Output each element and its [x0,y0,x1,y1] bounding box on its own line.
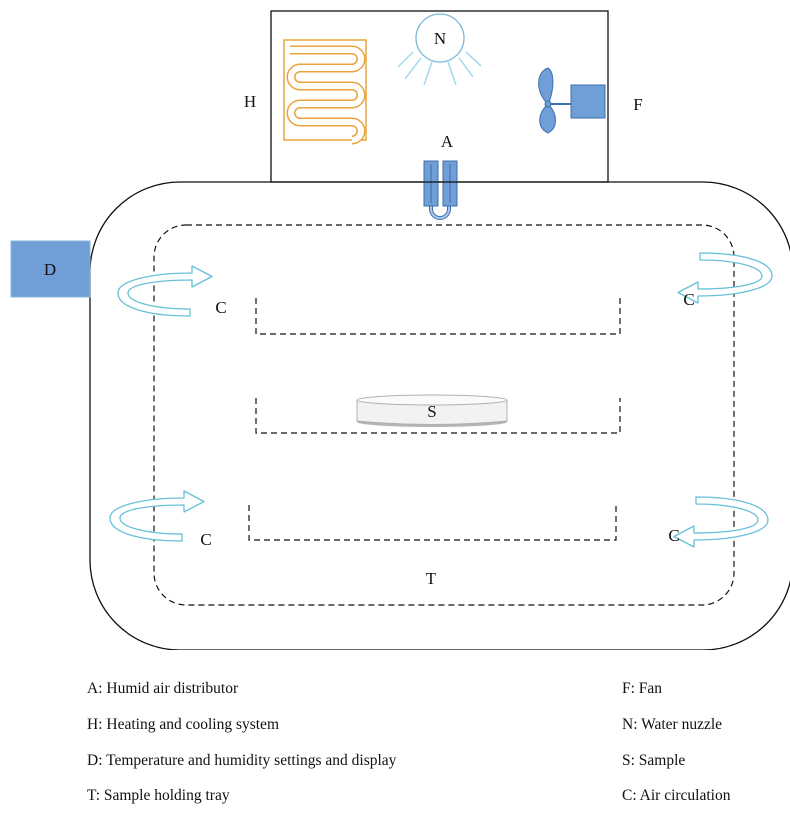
air-circulation-arrow-lower-right [673,496,769,548]
inner-chamber [153,224,735,606]
tray-top [255,298,621,335]
air-circulation-arrow-lower-left [109,490,205,542]
humidity-chamber-diagram: N H F A D C C S C C T [10,10,790,650]
sample-dish [356,394,508,427]
label-c-upper-right: C [683,290,694,309]
fan [538,67,606,134]
label-c-upper-left: C [215,298,226,317]
water-nozzle [397,13,482,86]
chamber-outline [89,181,790,650]
air-circulation-arrow-upper-left [117,265,213,317]
legend-water-nozzle: N: Water nuzzle [622,716,723,733]
label-a: A [441,132,454,151]
legend-sample: S: Sample [622,752,686,769]
legend-heating-cooling-system: H: Heating and cooling system [87,716,279,733]
label-t: T [426,569,437,588]
legend-humid-air-distributor: A: Humid air distributor [87,680,239,697]
legend-temperature-humidity-display: D: Temperature and humidity settings and… [87,752,397,769]
label-c-lower-left: C [200,530,211,549]
display-panel [10,240,91,298]
label-c-lower-right: C [668,526,679,545]
legend-sample-holding-tray: T: Sample holding tray [87,787,230,804]
legend-air-circulation: C: Air circulation [622,787,731,804]
legend-fan: F: Fan [622,680,663,697]
label-f: F [633,95,642,114]
label-d: D [44,260,56,279]
label-s: S [427,402,436,421]
label-h: H [244,92,256,111]
label-n: N [434,29,446,48]
tray-bottom [248,505,617,541]
humid-air-distributor [423,160,458,220]
heating-cooling-coil [283,39,367,145]
